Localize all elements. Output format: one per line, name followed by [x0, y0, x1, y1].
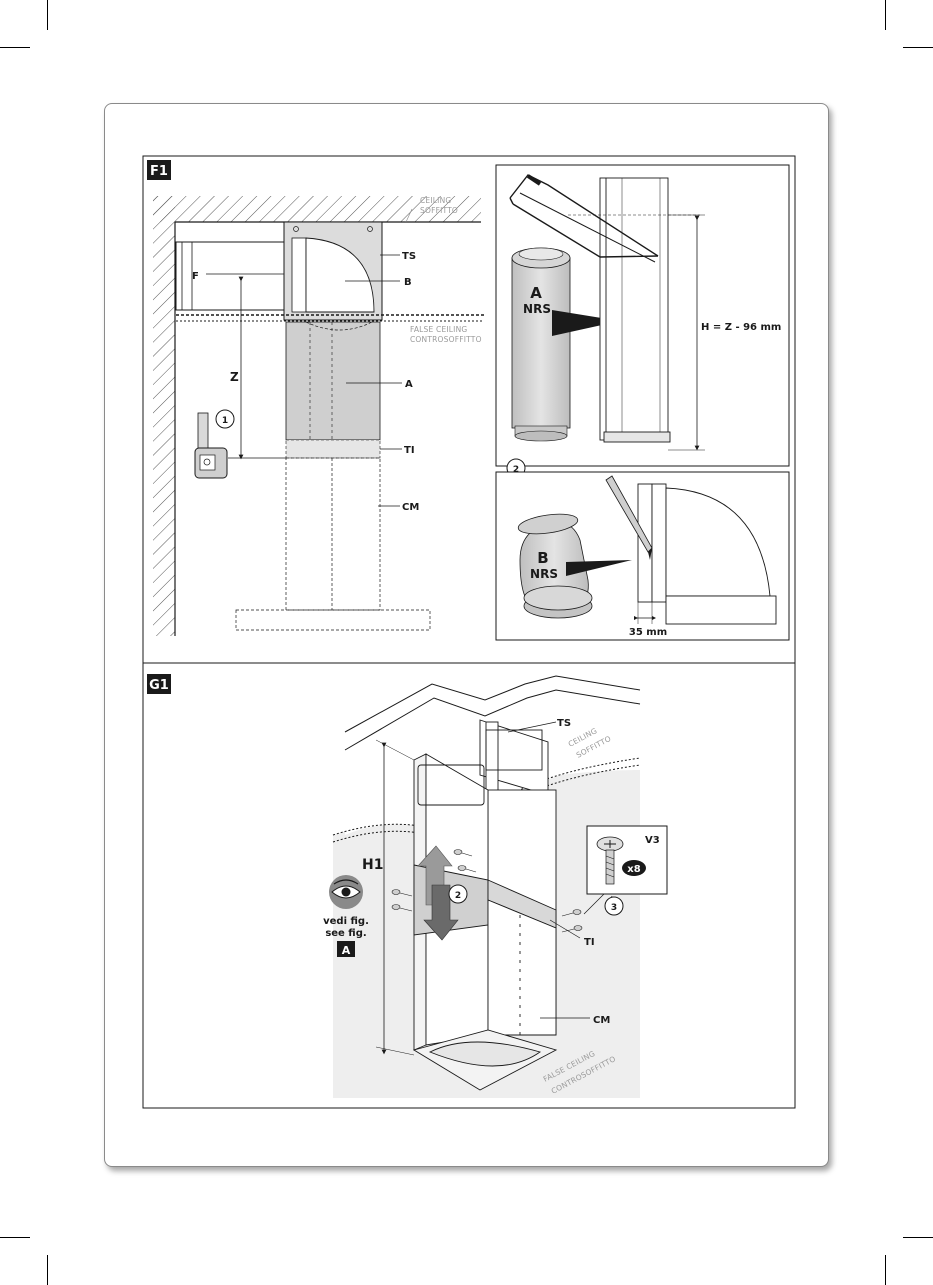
- f1-ceiling-label: CEILING: [420, 196, 451, 205]
- elbow-b: [517, 513, 593, 619]
- hacksaw-icon: [509, 174, 659, 263]
- dimension-35: [633, 602, 657, 624]
- tape-measure-icon: [194, 409, 235, 479]
- g1-step2-badge: [448, 884, 468, 904]
- crop-mark: [0, 1237, 30, 1238]
- crop-mark: [903, 1237, 933, 1238]
- f1-false-ceiling-label: FALSE CEILING: [410, 325, 467, 334]
- duct-a-tube: [511, 247, 571, 442]
- false-ceiling-line: [176, 314, 484, 322]
- f1-f-label: F: [192, 271, 199, 282]
- inset-a-nrs: NRS: [523, 302, 551, 316]
- ceiling-slab: [153, 196, 481, 223]
- f1-step2: 2: [513, 465, 519, 475]
- inset-b-label: B: [537, 549, 548, 567]
- f1-soffitto-label: SOFFITTO: [420, 206, 458, 215]
- eye-icon: [329, 875, 363, 909]
- f1-controsoffitto-label: CONTROSOFFITTO: [410, 335, 482, 344]
- f1-tag: F1: [147, 160, 171, 180]
- g1-ti-label: TI: [584, 937, 595, 948]
- duct-a: [285, 321, 381, 441]
- horizontal-duct-f: [175, 241, 287, 311]
- slide-arrows-icon: [417, 845, 459, 941]
- crop-mark: [47, 0, 48, 30]
- g1-x8: x8: [627, 864, 640, 875]
- f1-a-label: A: [405, 379, 413, 390]
- screw-kit-box: [586, 825, 668, 895]
- crop-mark: [47, 1255, 48, 1285]
- g1-v3: V3: [645, 835, 660, 846]
- g1-dimension-h1: [375, 739, 415, 1056]
- g1-step3-badge: [604, 896, 624, 916]
- f1-step1: 1: [222, 416, 228, 426]
- g1-vedi: vedi fig.: [323, 916, 369, 927]
- inset-h-formula: H = Z - 96 mm: [701, 322, 781, 333]
- figure-frame: [142, 155, 796, 1109]
- f1-b-label: B: [404, 277, 412, 288]
- f1-tag-text: F1: [150, 164, 168, 179]
- f1-ti-label: TI: [404, 445, 415, 456]
- g1-cm-label: CM: [593, 1015, 610, 1026]
- inset-b-nrs: NRS: [530, 567, 558, 581]
- crop-mark: [885, 1255, 886, 1285]
- g1-step3: 3: [611, 903, 617, 913]
- crop-mark: [903, 47, 933, 48]
- duct-profile: [568, 177, 700, 443]
- pointer-arrow: [566, 560, 632, 576]
- dimension-z: [228, 276, 286, 460]
- g1-tag-text: G1: [149, 678, 169, 693]
- inset-a-label: A: [530, 284, 542, 302]
- f1-ts-label: TS: [402, 251, 416, 262]
- dimension-h: [668, 214, 705, 451]
- g1-tag: G1: [147, 674, 171, 694]
- screw-icons: [391, 849, 583, 933]
- inset-35mm: 35 mm: [629, 627, 667, 638]
- g1-step2: 2: [455, 891, 461, 901]
- top-support-ts: [283, 221, 383, 321]
- g1-h1-label: H1: [362, 857, 383, 873]
- elbow-profile: [637, 483, 777, 625]
- g1-ref: A: [342, 944, 351, 957]
- wall: [153, 196, 176, 636]
- crop-mark: [0, 47, 30, 48]
- f1-cm-label: CM: [402, 502, 419, 513]
- g1-ref-box: [337, 941, 355, 957]
- pointer-arrow: [552, 310, 620, 336]
- crop-mark: [885, 0, 886, 30]
- f1-z-label: Z: [230, 370, 239, 384]
- inner-tube-ti: [285, 439, 381, 459]
- cutter-knife-icon: [605, 475, 653, 560]
- g1-see: see fig.: [325, 928, 366, 939]
- chimney-cm: [235, 457, 431, 631]
- g1-ts-label: TS: [557, 718, 571, 729]
